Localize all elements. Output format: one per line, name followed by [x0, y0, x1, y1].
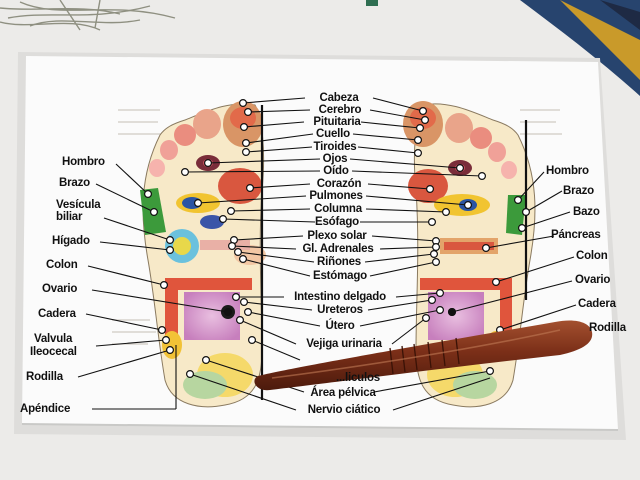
feather — [520, 0, 640, 96]
label-vejiga-urinaria: Vejiga urinaria — [306, 338, 382, 350]
label-left-brazo: Brazo — [59, 177, 90, 189]
label-right-brazo: Brazo — [563, 185, 594, 197]
label-ojos: Ojos — [322, 153, 348, 165]
label-right-pancreas: Páncreas — [551, 229, 601, 241]
label-plexo-solar: Plexo solar — [307, 230, 367, 242]
label-right-hombro: Hombro — [546, 165, 589, 177]
label-pulmones: Pulmones — [309, 190, 363, 202]
label-area-pelvica: Área pélvica — [310, 387, 376, 399]
label-corazon: Corazón — [316, 178, 362, 190]
label-nervio-ciatico: Nervio ciático — [307, 404, 381, 416]
left-foot — [140, 101, 266, 408]
label-gl-adrenales: Gl. Adrenales — [302, 243, 374, 255]
label-utero: Útero — [325, 320, 355, 332]
label-left-rodilla: Rodilla — [26, 371, 63, 383]
label-right-cadera: Cadera — [578, 298, 616, 310]
label-esofago: Esófago — [315, 216, 359, 228]
green-object — [366, 0, 378, 6]
label-pituitaria: Pituitaria — [313, 116, 361, 128]
label-intestino-delgado: Intestino delgado — [294, 291, 386, 303]
label-tiroides: Tiroides — [313, 141, 357, 153]
label-left-vesicula: Vesícula — [56, 199, 101, 211]
label-right-colon: Colon — [576, 250, 608, 262]
dried-herbs — [0, 0, 176, 31]
label-left-cadera: Cadera — [38, 308, 76, 320]
label-left-apendice: Apéndice — [20, 403, 71, 415]
label-left-ovario: Ovario — [42, 283, 78, 295]
uterus-dot — [224, 308, 232, 316]
label-rinones: Riñones — [317, 256, 361, 268]
label-right-bazo: Bazo — [573, 206, 600, 218]
left-leader-lines — [77, 163, 229, 410]
label-left-colon: Colon — [46, 259, 78, 271]
label-right-ovario: Ovario — [575, 274, 611, 286]
point-markers — [144, 98, 530, 379]
label-cerebro: Cerebro — [318, 104, 362, 116]
label-oido: Oído — [323, 165, 349, 177]
label-estomago: Estómago — [313, 270, 367, 282]
label-left-higado: Hígado — [52, 235, 90, 247]
massage-stick — [254, 320, 593, 391]
label-right-rodilla: Rodilla — [589, 322, 626, 334]
ovary-dot — [448, 308, 456, 316]
label-left-biliar: biliar — [56, 211, 83, 223]
label-left-ileocecal: Ileocecal — [30, 346, 77, 358]
label-left-hombro: Hombro — [62, 156, 105, 168]
label-cabeza: Cabeza — [319, 92, 359, 104]
label-cuello: Cuello — [316, 128, 350, 140]
label-columna: Columna — [314, 203, 362, 215]
label-foliculos: ...liculos — [335, 372, 381, 384]
sleeve-edge — [21, 423, 619, 431]
right-leader-lines — [451, 171, 577, 331]
label-ureteros: Ureteros — [317, 304, 363, 316]
label-left-valvula: Valvula — [34, 333, 73, 345]
